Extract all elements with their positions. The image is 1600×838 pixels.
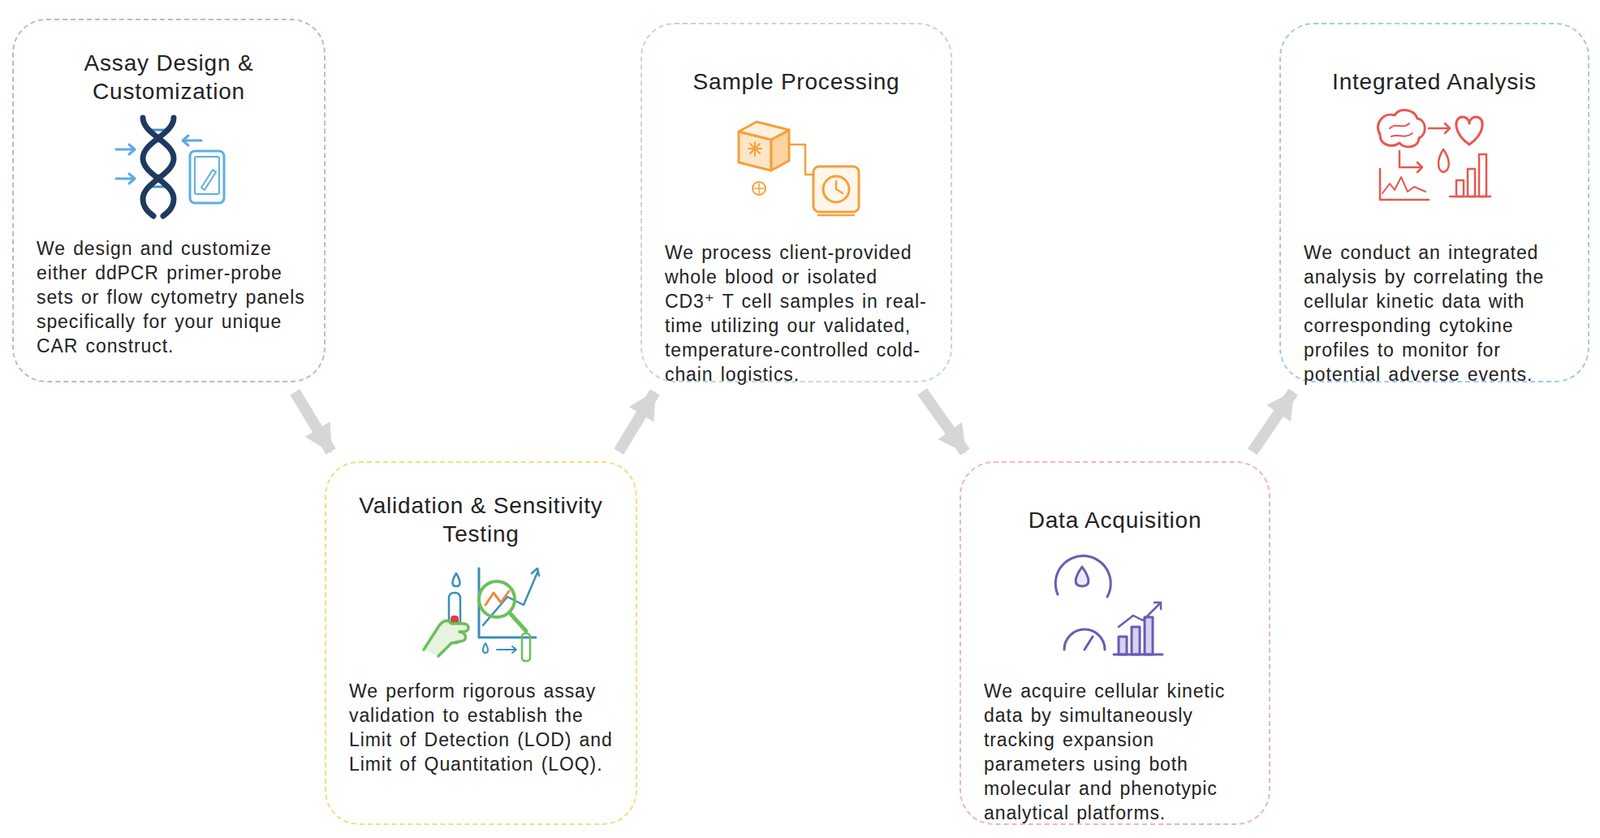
step-title: Sample Processing <box>656 38 936 124</box>
bar <box>1144 616 1153 655</box>
package-top <box>738 121 790 140</box>
drop-shape <box>483 642 488 653</box>
step-title: Integrated Analysis <box>1295 38 1574 124</box>
acquisition-icon <box>1055 556 1163 655</box>
analysis-icon <box>1378 110 1491 200</box>
process-step-box: Integrated AnalysisWe conduct an integra… <box>1279 22 1590 383</box>
flow-arrow <box>294 392 331 452</box>
snowflake-badge <box>752 181 766 195</box>
brain-shape <box>1378 110 1426 147</box>
step-description: We design and customize either ddPCR pri… <box>36 236 308 358</box>
process-step-box: Sample ProcessingWe process client-provi… <box>640 22 953 383</box>
input-arrow <box>116 144 135 155</box>
dial-hands <box>836 181 843 194</box>
instrument-ring <box>1055 556 1111 597</box>
flow-arrow <box>618 392 655 452</box>
storage-foot <box>818 214 854 217</box>
cold-chain-icon <box>738 121 859 216</box>
bar <box>1479 154 1487 197</box>
link-arrow <box>1428 123 1450 134</box>
tablet-shape <box>189 150 225 203</box>
chart-base <box>1449 195 1491 199</box>
bar <box>1456 180 1464 197</box>
bar <box>1118 636 1127 655</box>
step-description: We process client-provided whole blood o… <box>664 240 935 387</box>
storage-unit <box>813 166 859 212</box>
step-description: We conduct an integrated analysis by cor… <box>1303 240 1572 387</box>
chart-base <box>1113 653 1163 656</box>
magnifier-curve <box>485 590 509 605</box>
bar <box>1131 626 1140 655</box>
connector-wire <box>789 144 814 175</box>
dna-icon <box>116 117 225 216</box>
magnifier-handle <box>509 612 527 631</box>
dna-strand <box>142 117 174 216</box>
gauge-arc <box>1064 629 1105 650</box>
flow-arrow <box>922 391 966 452</box>
process-step-box: Validation & Sensitivity Testing We perfo… <box>324 461 638 825</box>
small-tube <box>521 633 531 661</box>
drop-shape <box>452 573 461 587</box>
gauge-needle <box>1084 636 1093 650</box>
step-title: Assay Design & Customization <box>28 34 310 120</box>
cytokine-trace <box>1382 176 1426 194</box>
link-arrow <box>1399 150 1423 173</box>
flow-arrow-small <box>496 646 517 653</box>
chart-axis <box>1380 168 1429 200</box>
process-step-box: Assay Design & Customization We design an… <box>12 18 326 383</box>
tablet-screen <box>194 156 220 195</box>
chart-axis <box>478 568 536 638</box>
step-description: We acquire cellular kinetic data by simu… <box>983 678 1253 825</box>
process-step-box: Data Acquisition We acquire cellular kine… <box>959 461 1271 825</box>
drop-shape <box>1075 566 1089 587</box>
bar <box>1467 168 1475 197</box>
trend-arrow <box>1118 602 1161 627</box>
snowflake <box>748 142 762 156</box>
input-arrow <box>116 173 135 184</box>
flame-shape <box>1438 149 1450 173</box>
step-description: We perform rigorous assay validation to … <box>349 678 620 777</box>
input-arrow <box>182 135 202 146</box>
heart-shape <box>1456 116 1483 145</box>
tablet-pen <box>201 169 216 190</box>
storage-dial <box>823 176 850 203</box>
step-title: Data Acquisition <box>975 477 1255 562</box>
brain-folds <box>1389 123 1413 137</box>
step-title: Validation & Sensitivity Testing <box>340 477 622 562</box>
validation-icon <box>423 568 540 661</box>
hand-shape <box>423 621 469 656</box>
snowflake-mark <box>754 183 764 194</box>
dna-strand <box>142 117 174 216</box>
flow-arrow <box>1252 392 1294 453</box>
